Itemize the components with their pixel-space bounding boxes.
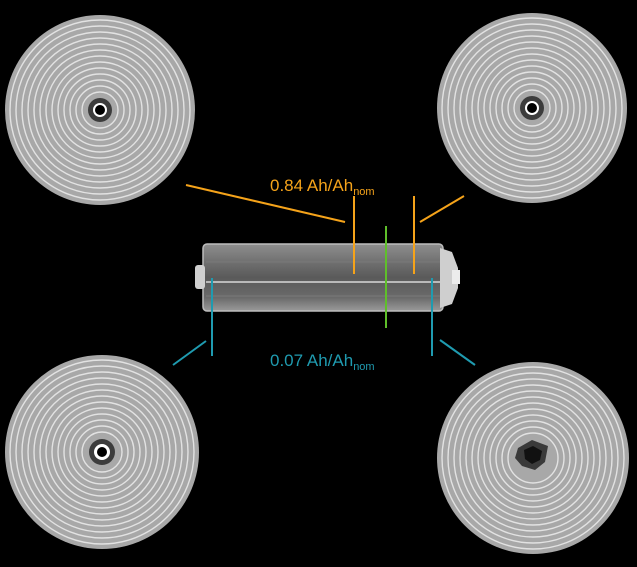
label-teal-capacity: 0.07 Ah/Ahnom (270, 351, 375, 373)
label-teal-main: 0.07 Ah/Ah (270, 351, 354, 370)
teal-pointer-right (439, 339, 476, 366)
label-teal-sub: nom (353, 361, 375, 373)
cross-section-bottom-right (437, 362, 629, 554)
orange-pointer-left (185, 184, 346, 223)
cross-section-top-left (5, 15, 195, 205)
label-orange-main: 0.84 Ah/Ah (270, 176, 354, 195)
cell-side-view (195, 243, 460, 312)
teal-pointer-left (172, 340, 207, 366)
cross-section-top-right (437, 13, 627, 203)
orange-pointer-right (419, 195, 465, 223)
label-orange-capacity: 0.84 Ah/Ahnom (270, 176, 375, 198)
teal-markers (172, 278, 476, 366)
orange-markers (185, 184, 465, 274)
cross-section-bottom-left (5, 355, 199, 549)
label-orange-sub: nom (353, 186, 375, 198)
